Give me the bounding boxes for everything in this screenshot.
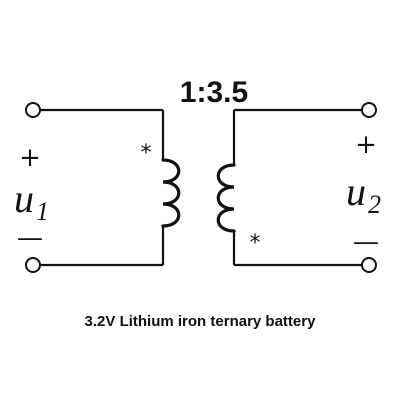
primary-voltage-label: u1 bbox=[14, 176, 49, 226]
caption-text: 3.2V Lithium iron ternary battery bbox=[85, 313, 317, 330]
secondary-top-terminal bbox=[361, 102, 377, 118]
secondary-voltage-variable: u bbox=[346, 169, 366, 214]
primary-polarity-dot: * bbox=[141, 141, 152, 166]
secondary-minus-sign: — bbox=[353, 227, 379, 257]
primary-plus-sign: + bbox=[19, 143, 41, 173]
primary-minus-sign: — bbox=[17, 223, 43, 253]
secondary-plus-sign: + bbox=[355, 130, 377, 160]
primary-voltage-variable: u bbox=[14, 176, 34, 221]
primary-coil bbox=[161, 158, 181, 228]
secondary-circuit bbox=[216, 102, 377, 273]
primary-voltage-subscript: 1 bbox=[36, 197, 49, 226]
secondary-voltage-subscript: 2 bbox=[368, 190, 381, 219]
secondary-coil bbox=[216, 163, 236, 233]
secondary-bottom-terminal bbox=[361, 257, 377, 273]
secondary-polarity-dot: * bbox=[250, 231, 261, 256]
primary-bottom-terminal bbox=[25, 257, 41, 273]
primary-top-terminal bbox=[25, 102, 41, 118]
primary-circuit bbox=[25, 102, 181, 273]
secondary-voltage-label: u2 bbox=[346, 169, 381, 219]
turns-ratio-label: 1:3.5 bbox=[180, 76, 248, 109]
